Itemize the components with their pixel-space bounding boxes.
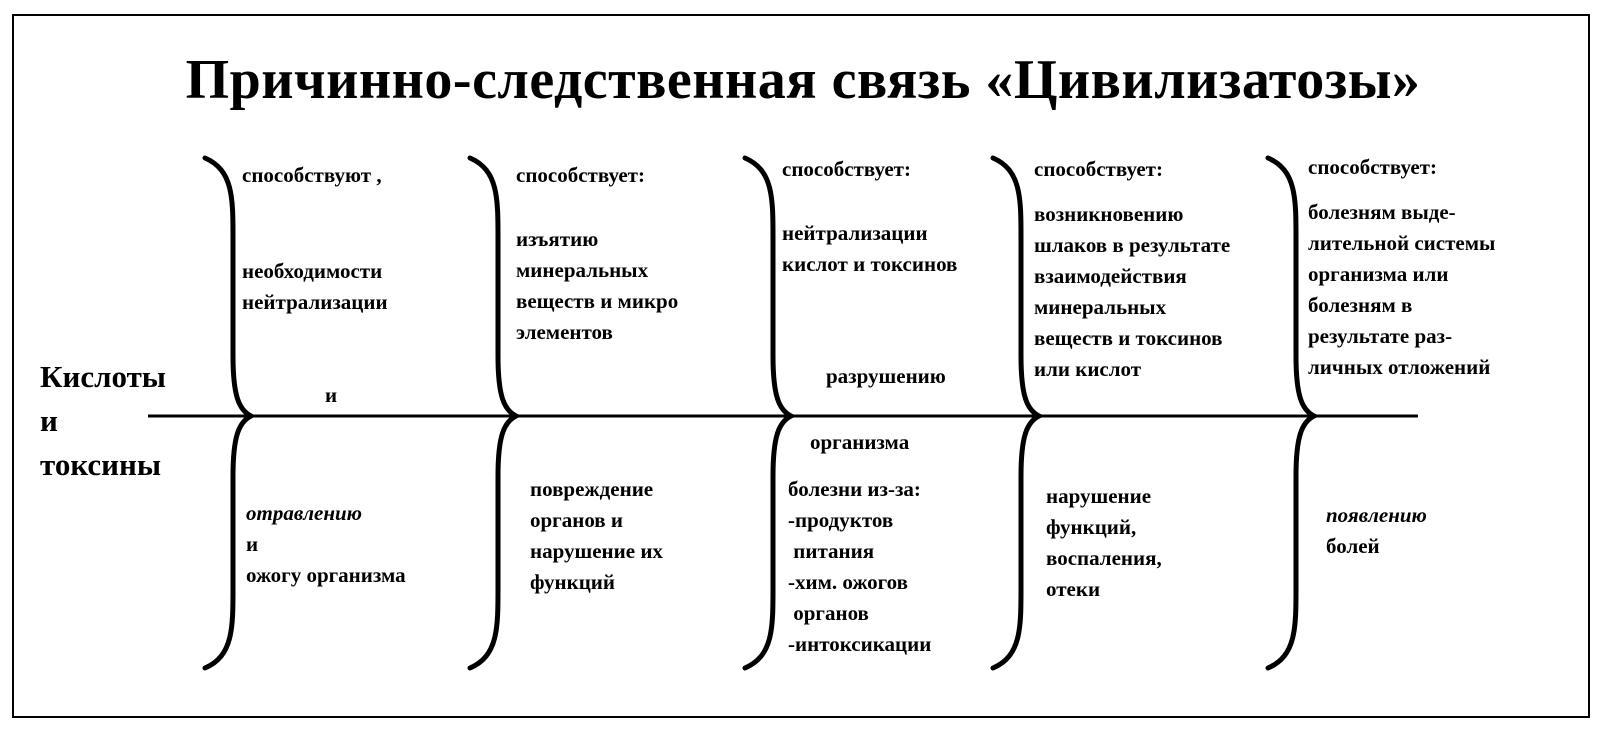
stage-5-bottom-body: болей <box>1326 534 1380 558</box>
stage-1-bottom-italic: отравлению <box>246 501 362 525</box>
stage-3-join-top: разрушению <box>826 364 946 388</box>
stage-1-join: и <box>325 383 338 407</box>
stage-3-bottom-body: болезни из-за: -продуктов питания -хим. … <box>788 477 932 656</box>
stage-5-bottom-italic: появлению <box>1326 503 1427 527</box>
stage-5-top-label: способствует: <box>1308 155 1437 179</box>
stage-2-bottom-body: повреждение органов и нарушение их функц… <box>530 477 663 594</box>
stage-1-top-label: способствуют , <box>242 163 382 187</box>
stage-4-top-body: возникновению шлаков в результате взаимо… <box>1034 202 1231 381</box>
stage-1-bottom-body: и ожогу организма <box>246 532 406 587</box>
brace-2 <box>467 155 522 671</box>
brace-1 <box>202 155 257 671</box>
stage-4-bottom-body: нарушение функций, воспаления, отеки <box>1046 484 1162 601</box>
brace-5 <box>1265 155 1320 671</box>
diagram-title: Причинно-следственная связь «Цивилизатоз… <box>185 49 1421 111</box>
stage-3-top-body: нейтрализации кислот и токсинов <box>782 221 958 276</box>
stage-2-top-body: изъятию минеральных веществ и микро элем… <box>516 227 679 344</box>
stage-3-join-bottom: организма <box>810 430 910 454</box>
brace-4 <box>990 155 1045 671</box>
stage-5-top-body: болезням выде- лительной системы организ… <box>1308 200 1496 379</box>
stage-4-top-label: способствует: <box>1034 157 1163 181</box>
brace-3 <box>742 155 797 671</box>
source-label: Кислоты и токсины <box>40 359 167 482</box>
stage-1-top-body: необходимости нейтрализации <box>242 259 388 314</box>
diagram-frame <box>12 14 1590 718</box>
stage-2-top-label: способствует: <box>516 163 645 187</box>
stage-3-top-label: способствует: <box>782 157 911 181</box>
